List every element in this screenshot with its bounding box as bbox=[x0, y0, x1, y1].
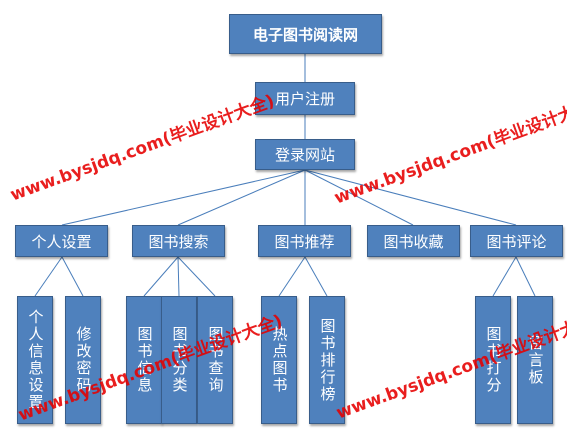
connector-comment-rating bbox=[492, 256, 517, 297]
node-book-recommend: 图书推荐 bbox=[258, 225, 351, 257]
node-book-query: 图书查询 bbox=[197, 296, 233, 424]
node-book-info: 图书信息 bbox=[126, 296, 162, 424]
connector-search-query bbox=[177, 256, 216, 297]
node-book-comment: 图书评论 bbox=[470, 225, 563, 257]
node-personal-info: 个人信息设置 bbox=[17, 296, 53, 424]
node-login: 登录网站 bbox=[255, 139, 355, 170]
node-message-board: 留言板 bbox=[517, 296, 553, 424]
node-book-favorite: 图书收藏 bbox=[367, 225, 460, 257]
connector-search-info bbox=[143, 256, 179, 297]
node-root: 电子图书阅读网 bbox=[229, 14, 382, 54]
node-register: 用户注册 bbox=[255, 82, 355, 115]
connector-comment-board bbox=[515, 256, 536, 297]
node-change-password: 修改密码 bbox=[65, 296, 101, 424]
node-book-ranking: 图书排行榜 bbox=[309, 296, 345, 424]
node-hot-books: 热点图书 bbox=[261, 296, 297, 424]
connector-login-comment bbox=[304, 169, 517, 226]
node-book-search: 图书搜索 bbox=[132, 225, 225, 257]
connector-login-favorite bbox=[304, 169, 414, 226]
connector-login-search bbox=[177, 169, 306, 226]
connector-personal-info bbox=[34, 256, 63, 297]
connector-recommend-ranking bbox=[304, 256, 328, 297]
connector-login-personal bbox=[61, 169, 306, 226]
connector-personal-password bbox=[61, 256, 84, 297]
connector-search-category bbox=[177, 256, 180, 297]
node-book-rating: 图书打分 bbox=[475, 296, 511, 424]
connector-recommend-hot bbox=[278, 256, 306, 297]
node-personal-settings: 个人设置 bbox=[15, 225, 108, 257]
node-book-category: 图书分类 bbox=[161, 296, 197, 424]
